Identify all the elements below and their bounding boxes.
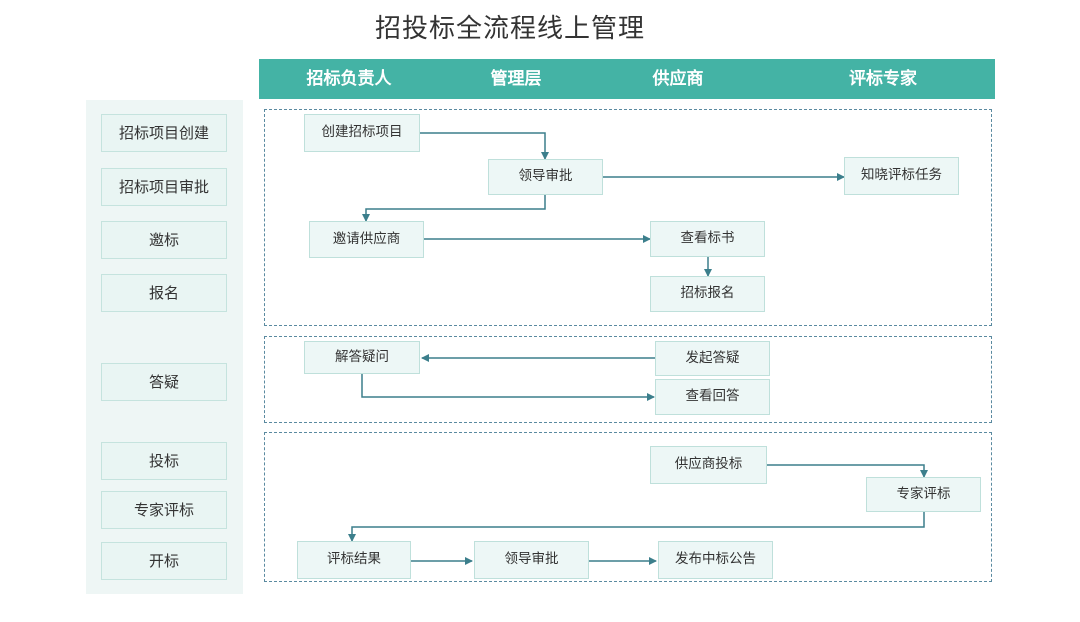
arrow-create-to-approve <box>420 132 549 160</box>
column-header-supplier: 供应商 <box>652 69 704 89</box>
arrow-approve-to-invite <box>362 195 546 222</box>
stage-register: 报名 <box>101 274 227 312</box>
stage-bidding: 投标 <box>101 442 227 480</box>
node-register-bid: 招标报名 <box>650 276 765 312</box>
node-view-tender-doc: 查看标书 <box>650 221 765 257</box>
stage-qa: 答疑 <box>101 363 227 401</box>
node-review-result: 评标结果 <box>297 541 411 579</box>
section-qa <box>264 336 992 423</box>
node-raise-question: 发起答疑 <box>655 341 770 376</box>
node-view-answer: 查看回答 <box>655 379 770 415</box>
stage-expert-review: 专家评标 <box>101 491 227 529</box>
node-invite-suppliers: 邀请供应商 <box>309 221 424 258</box>
arrow-bid-to-expert <box>767 464 928 478</box>
node-supplier-bid: 供应商投标 <box>650 446 767 484</box>
node-publish-award: 发布中标公告 <box>658 541 773 579</box>
diagram-title: 招投标全流程线上管理 <box>374 14 645 44</box>
node-leader-approval: 领导审批 <box>488 159 603 195</box>
swimlane-header: 招标负责人 管理层 供应商 评标专家 <box>259 59 995 99</box>
column-header-management: 管理层 <box>490 69 542 89</box>
column-header-expert: 评标专家 <box>849 69 917 89</box>
node-leader-approval-2: 领导审批 <box>474 541 589 579</box>
section-bid-evaluation <box>264 432 992 582</box>
node-create-project: 创建招标项目 <box>304 114 420 152</box>
node-notify-experts: 知晓评标任务 <box>844 157 959 195</box>
column-header-bid-lead: 招标负责人 <box>306 69 392 89</box>
arrow-answer-to-view <box>361 374 655 401</box>
stage-project-approve: 招标项目审批 <box>101 168 227 206</box>
node-answer-questions: 解答疑问 <box>304 341 420 374</box>
arrow-expert-to-result <box>348 512 925 542</box>
node-expert-review: 专家评标 <box>866 477 981 512</box>
stage-invite: 邀标 <box>101 221 227 259</box>
stage-project-create: 招标项目创建 <box>101 114 227 152</box>
stage-bid-opening: 开标 <box>101 542 227 580</box>
section-tender-setup <box>264 109 992 326</box>
